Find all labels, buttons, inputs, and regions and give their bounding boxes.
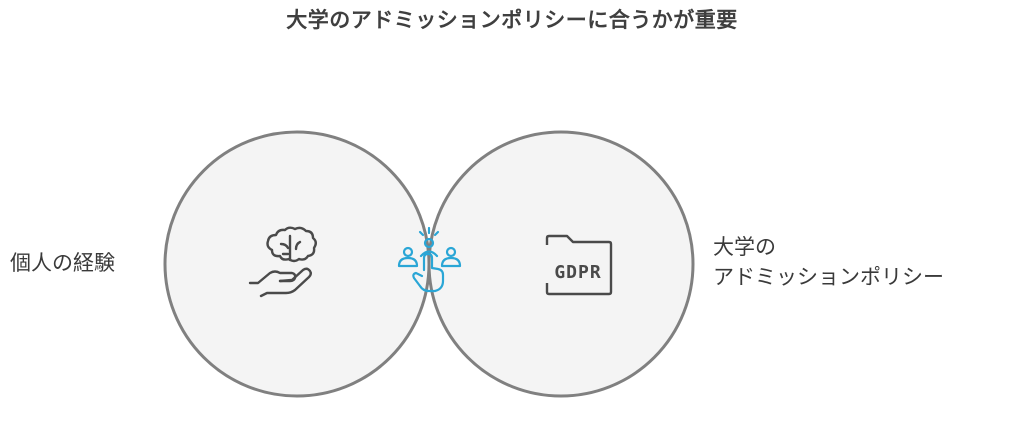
- right-circle: [429, 132, 693, 396]
- brain-hand-icon: [248, 226, 317, 298]
- right-set-label-line2: アドミッションポリシー: [713, 265, 944, 289]
- diagram-title: 大学のアドミッションポリシーに合うかが重要: [286, 8, 738, 32]
- people-pointer-icon: [397, 226, 462, 293]
- left-circle: [165, 132, 429, 396]
- right-set-label: 大学の アドミッションポリシー: [713, 232, 944, 292]
- gdpr-folder-icon: GDPR: [545, 234, 613, 296]
- right-circle-outline: [427, 130, 695, 398]
- left-set-label: 個人の経験: [10, 251, 115, 275]
- right-set-label-line1: 大学の: [713, 235, 776, 259]
- gdpr-icon-text: GDPR: [554, 262, 601, 283]
